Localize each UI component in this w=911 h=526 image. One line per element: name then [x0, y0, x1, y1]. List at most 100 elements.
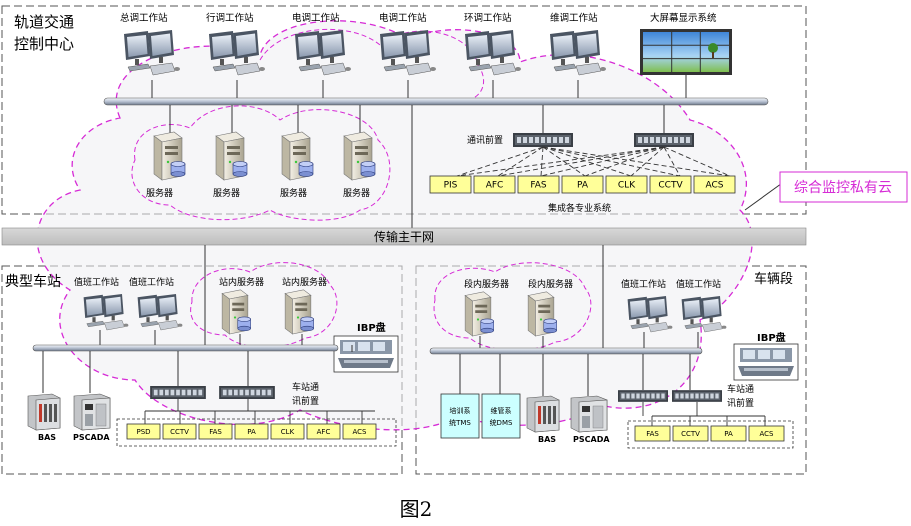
- workstation-icon: [208, 29, 266, 76]
- station-subsystem-label: PSD: [136, 428, 150, 436]
- station-subsystem-label: PA: [247, 428, 256, 436]
- depot-subsystem-label: ACS: [760, 430, 775, 438]
- station-subsystem-box: [306, 423, 341, 440]
- server-label-4: 服务器: [343, 187, 370, 199]
- cc-subsystem-box: [517, 175, 560, 194]
- server-icon: [215, 131, 248, 181]
- comm-front-label: 通讯前置: [467, 134, 503, 146]
- server-icon: [527, 291, 558, 337]
- comm-front-device-icon: [513, 133, 573, 147]
- station-server-label-1: 站内服务器: [219, 276, 264, 288]
- video-wall-icon: [640, 29, 732, 75]
- depot-bus: [429, 347, 703, 355]
- depot-subsystem-box: [634, 425, 671, 442]
- depot-bas-label: BAS: [538, 435, 556, 444]
- depot-ibp-label: IBP盘: [757, 331, 786, 344]
- ibp-panel-icon: [733, 343, 799, 381]
- station-subsystem-box: [234, 423, 269, 440]
- station-subsystems-frame: [116, 418, 397, 447]
- server-label-3: 服务器: [280, 187, 307, 199]
- server-icon: [343, 131, 376, 181]
- depot-comm-front-icon: [672, 390, 722, 402]
- control-center-region: [1, 5, 807, 215]
- depot-subsystem-label: PA: [724, 430, 733, 438]
- ws-drop-lines: [151, 75, 687, 98]
- station-ibp-label: IBP盘: [357, 321, 386, 334]
- station-subsystem-box: [126, 423, 161, 440]
- bas-cabinet-icon: [526, 395, 560, 433]
- comm-fanout: [456, 146, 731, 177]
- control-center-bus: [103, 97, 769, 106]
- cloud-callout-text: 综合监控私有云: [794, 180, 892, 196]
- figure-caption: 图2: [400, 497, 433, 521]
- comm-front-device-icon: [634, 133, 694, 147]
- workstation-icon: [549, 29, 607, 76]
- cc-subsystem-box: [649, 175, 692, 194]
- cc-subsystem-label: AFC: [486, 181, 504, 191]
- integration-label: 集成各专业系统: [548, 202, 611, 214]
- station-comm-front-label-1: 车站通: [292, 381, 319, 393]
- workstation-icon: [294, 29, 352, 76]
- workstation-icon: [379, 29, 437, 76]
- station-comm-front-icon: [219, 386, 275, 399]
- ws-label-5: 环调工作站: [464, 12, 512, 24]
- workstation-icon: [464, 29, 522, 76]
- station-subsystem-label: ACS: [353, 428, 368, 436]
- station-subsystem-box: [162, 423, 197, 440]
- cc-subsystem-box: [429, 175, 472, 194]
- cc-subsystem-label: FAS: [530, 181, 547, 191]
- station-subsystem-box: [198, 423, 233, 440]
- depot-subsys-links: [642, 402, 766, 426]
- station-comm-front-icon: [150, 386, 206, 399]
- control-center-title-2: 控制中心: [14, 35, 74, 53]
- server-icon: [153, 131, 186, 181]
- depot-comm-front-icon: [618, 390, 668, 402]
- station-title: 典型车站: [5, 273, 61, 290]
- station-pscada-label: PSCADA: [73, 433, 110, 442]
- cc-subsystem-label: PA: [577, 181, 589, 191]
- depot-comm-front-label-1: 车站通: [727, 383, 754, 395]
- depot-subsystem-box: [672, 425, 709, 442]
- depot-subsystem-box: [710, 425, 747, 442]
- control-center-title-1: 轨道交通: [14, 13, 74, 31]
- station-subsystem-label: CCTV: [170, 428, 189, 436]
- cc-subsystem-box: [473, 175, 516, 194]
- tms-box: [440, 393, 480, 439]
- server-icon: [281, 131, 314, 181]
- station-subsystem-box: [270, 423, 305, 440]
- depot-comm-front-label-2: 讯前置: [727, 397, 754, 409]
- ws-label-3: 电调工作站: [292, 12, 340, 24]
- callout-leader: [744, 180, 786, 211]
- depot-server-label-1: 段内服务器: [464, 278, 509, 290]
- pscada-cabinet-icon: [73, 393, 111, 431]
- ws-label-6: 维调工作站: [550, 12, 598, 24]
- station-subsystem-label: CLK: [281, 428, 295, 436]
- workstation-icon: [627, 295, 673, 333]
- depot-server-label-2: 段内服务器: [528, 278, 573, 290]
- workstation-icon: [83, 293, 129, 331]
- backbone-label: 传输主干网: [374, 229, 434, 244]
- cloud-callout-box: [779, 171, 908, 203]
- depot-subsystem-label: CCTV: [681, 430, 700, 438]
- station-bus: [32, 344, 339, 352]
- cc-subsystem-box: [605, 175, 648, 194]
- station-server-label-2: 站内服务器: [282, 276, 327, 288]
- ws-label-2: 行调工作站: [206, 12, 254, 24]
- server-label-1: 服务器: [146, 187, 173, 199]
- server-icon: [221, 289, 252, 335]
- server-label-2: 服务器: [213, 187, 240, 199]
- workstation-icon: [123, 29, 181, 76]
- station-subsystem-box: [342, 423, 377, 440]
- cc-subsystem-label: CCTV: [658, 181, 683, 191]
- station-bas-label: BAS: [38, 433, 56, 442]
- dms-label-1: 维管系: [491, 406, 512, 415]
- ws-label-1: 总调工作站: [120, 12, 168, 24]
- station-ws-label-1: 值班工作站: [74, 276, 119, 288]
- depot-title: 车辆段: [754, 271, 793, 287]
- cc-subsystem-label: ACS: [706, 181, 724, 191]
- server-icon: [284, 289, 315, 335]
- cc-subsystem-label: PIS: [444, 181, 458, 191]
- station-subsystem-label: FAS: [209, 428, 222, 436]
